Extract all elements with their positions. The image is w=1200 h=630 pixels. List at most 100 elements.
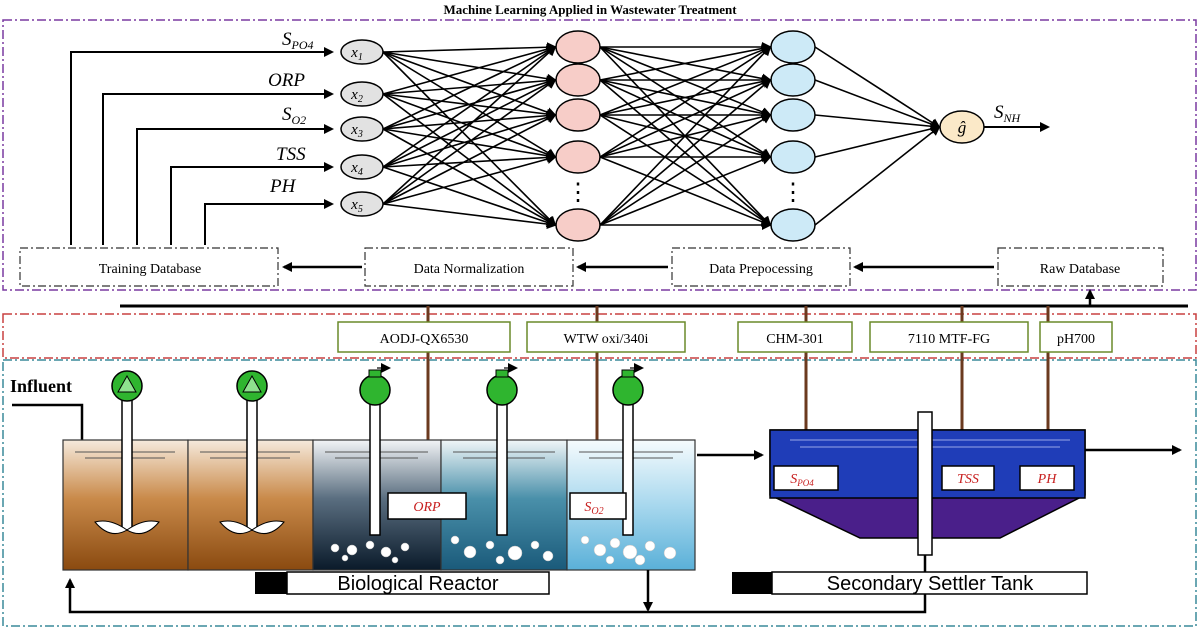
- network-edge: [599, 45, 772, 226]
- raw-database-box: [997, 247, 1164, 287]
- input-node-1: x1: [340, 39, 384, 65]
- bubble: [593, 543, 607, 557]
- bubble: [530, 540, 540, 550]
- instrument-aodj: AODJ-QX6530: [380, 332, 469, 347]
- training-database-box: [19, 247, 279, 287]
- network-edge: [382, 110, 557, 130]
- output-label: SNH: [994, 102, 1022, 125]
- raw-database-label: Raw Database: [1040, 262, 1120, 277]
- sensor-region-border: [2, 313, 1197, 359]
- instrument-chm: CHM-301: [766, 332, 824, 347]
- bubble: [634, 554, 646, 566]
- mixer-1: [94, 370, 160, 535]
- pipeline-arrows: [282, 262, 1095, 305]
- network-edge: [599, 78, 772, 158]
- sensor-so2: SO2: [584, 500, 603, 517]
- network-edge: [814, 124, 941, 158]
- bubble: [380, 546, 392, 558]
- network-edge: [382, 154, 557, 205]
- network-edge: [599, 78, 772, 226]
- aerators: [359, 363, 644, 536]
- network-edge: [599, 113, 772, 226]
- network-edge: [382, 78, 557, 205]
- network-edge: [382, 51, 557, 117]
- training-database-label: Training Database: [99, 262, 202, 277]
- page-title: Machine Learning Applied in Wastewater T…: [443, 2, 737, 17]
- hidden1-node: [555, 208, 601, 242]
- hidden2-node: [770, 208, 816, 242]
- network-edge: [382, 112, 557, 168]
- network-edge: [382, 128, 557, 226]
- input-label-3: SO2: [282, 104, 306, 127]
- network-edge: [382, 79, 557, 168]
- bubble: [400, 542, 410, 552]
- bubble: [507, 545, 523, 561]
- input-routing: [70, 47, 334, 245]
- network-edge: [599, 45, 772, 158]
- network-edge: [382, 45, 557, 168]
- network-edge: [382, 51, 557, 227]
- hidden-layer-2: [770, 30, 816, 242]
- svg-text:ĝ: ĝ: [958, 118, 967, 137]
- settler-label: Secondary Settler Tank: [827, 573, 1034, 595]
- bubble: [609, 537, 621, 549]
- network-edge: [814, 79, 941, 129]
- svg-text:x3: x3: [350, 122, 363, 140]
- hidden2-node: [770, 30, 816, 64]
- sensor-tss: TSS: [957, 472, 979, 487]
- settler-center-well: [917, 411, 933, 556]
- network-edge: [599, 76, 772, 116]
- network-edge: [814, 114, 941, 132]
- data-preprocessing-label: Data Prepocessing: [709, 262, 813, 277]
- bubble: [365, 540, 375, 550]
- settler-sensors: SPO4 TSS PH: [773, 465, 1075, 491]
- network-edge: [599, 45, 772, 116]
- instrument-labels: AODJ-QX6530 WTW oxi/340i CHM-301 7110 MT…: [337, 321, 1113, 353]
- instrument-wtw: WTW oxi/340i: [564, 332, 649, 347]
- svg-text:x2: x2: [350, 87, 363, 105]
- instrument-ph700: pH700: [1057, 332, 1095, 347]
- input-node-5: x5: [340, 191, 384, 217]
- network-edge: [382, 128, 557, 161]
- network-edge: [599, 43, 772, 81]
- network-edge: [814, 46, 941, 129]
- hidden2-node: [770, 63, 816, 97]
- ml-region-border: [2, 19, 1197, 291]
- network-edge: [382, 152, 557, 168]
- bottom-labels: Biological Reactor Secondary Settler Tan…: [255, 571, 1088, 595]
- network-connections: [382, 42, 941, 230]
- network-edge: [382, 45, 557, 130]
- network-edge: [599, 155, 772, 226]
- network-edge: [382, 77, 557, 130]
- pipeline: Training Database Data Normalization Dat…: [19, 247, 1164, 287]
- hidden1-node: [555, 30, 601, 64]
- bubble: [391, 556, 399, 564]
- hidden2-ellipsis: ⋮: [781, 180, 805, 206]
- bubble: [663, 546, 677, 560]
- svg-text:x4: x4: [350, 160, 363, 178]
- input-label-2: ORP: [268, 70, 305, 91]
- network-edge: [382, 166, 557, 228]
- aerator-2: [486, 363, 518, 536]
- sensor-orp: ORP: [413, 500, 441, 515]
- network-edge: [382, 44, 557, 95]
- network-edge: [382, 75, 557, 95]
- sensor-spo4: SPO4: [790, 472, 814, 488]
- data-preprocessing-box: [671, 247, 851, 287]
- network-edge: [382, 51, 557, 84]
- reactor-label: Biological Reactor: [337, 573, 499, 595]
- data-normalization-label: Data Normalization: [414, 262, 525, 277]
- input-label-5: PH: [269, 176, 297, 197]
- network-edge: [382, 114, 557, 205]
- input-node-3: x3: [340, 116, 384, 142]
- aerator-1: [359, 363, 391, 536]
- output-node: ĝ: [939, 110, 985, 144]
- input-label-4: TSS: [276, 144, 306, 165]
- bubble: [485, 540, 495, 550]
- data-normalization-box: [364, 247, 574, 287]
- bubble: [450, 535, 460, 545]
- svg-text:x5: x5: [350, 197, 363, 215]
- instrument-7110: 7110 MTF-FG: [908, 332, 990, 347]
- plant-region-border: [2, 359, 1197, 627]
